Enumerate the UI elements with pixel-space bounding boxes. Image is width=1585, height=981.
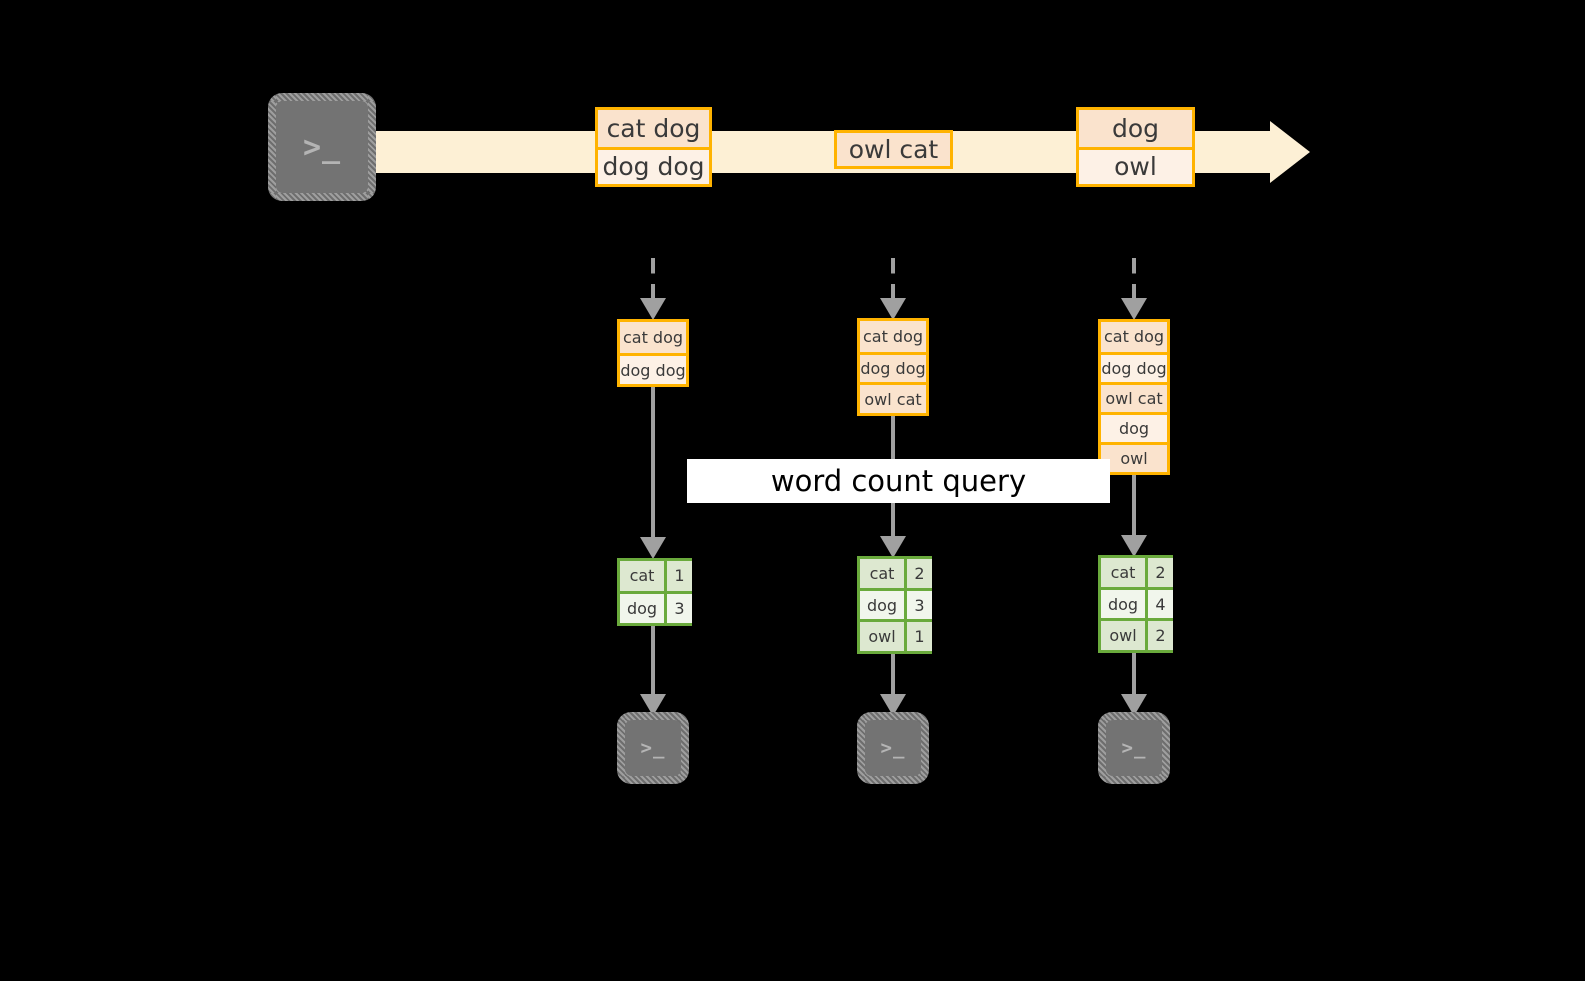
snapshot-2-result-table[interactable]: cat 2 dog 3 owl 1	[857, 556, 932, 654]
stream-event-line: dog dog	[598, 146, 709, 184]
snapshot-input-line: cat dog	[1101, 322, 1167, 352]
snapshot-input-line: owl cat	[860, 382, 926, 413]
result-count: 2	[904, 559, 932, 588]
result-count: 2	[1145, 558, 1173, 587]
snapshot-2-consumer-terminal-icon[interactable]: >_	[857, 712, 929, 784]
result-word: dog	[860, 590, 904, 620]
snapshot-3-result-table[interactable]: cat 2 dog 4 owl 2	[1098, 555, 1173, 653]
snapshot-1-output-connector	[651, 626, 655, 696]
snapshot-1-result-table[interactable]: cat 1 dog 3	[617, 558, 692, 626]
table-row: cat 2	[860, 559, 932, 588]
snapshot-2-output-connector	[891, 654, 895, 696]
stream-to-snapshot-arrowhead-2	[880, 298, 906, 320]
stream-to-snapshot-arrowhead-1	[640, 298, 666, 320]
snapshot-1-query-arrowhead	[640, 537, 666, 559]
terminal-prompt-glyph: >_	[880, 737, 906, 759]
result-count: 1	[904, 622, 932, 652]
table-row: dog 4	[1101, 586, 1173, 619]
producer-terminal-icon[interactable]: >_	[268, 93, 376, 201]
result-count: 4	[1145, 589, 1173, 619]
snapshot-input-line: owl	[1101, 441, 1167, 472]
snapshot-1-output-arrowhead	[640, 694, 666, 716]
result-count: 3	[904, 590, 932, 620]
snapshot-3-query-connector	[1132, 475, 1136, 537]
snapshot-1-query-connector	[651, 387, 655, 539]
snapshot-3-output-arrowhead	[1121, 694, 1147, 716]
table-row: cat 1	[620, 561, 692, 591]
snapshot-input-line: cat dog	[620, 322, 686, 353]
result-word: dog	[620, 593, 664, 623]
snapshot-input-line: dog dog	[1101, 351, 1167, 382]
stream-to-snapshot-connector-1	[651, 258, 655, 300]
snapshot-3-output-connector	[1132, 653, 1136, 696]
snapshot-input-line: dog dog	[620, 353, 686, 384]
snapshot-3-consumer-terminal-icon[interactable]: >_	[1098, 712, 1170, 784]
result-word: cat	[620, 561, 664, 591]
stream-event-line: owl cat	[837, 133, 950, 166]
result-word: owl	[1101, 621, 1145, 651]
result-word: dog	[1101, 589, 1145, 619]
table-row: cat 2	[1101, 558, 1173, 587]
result-word: cat	[860, 559, 904, 588]
stream-event-line: dog	[1079, 110, 1192, 147]
query-label-text: word count query	[770, 464, 1027, 498]
table-row: owl 1	[860, 619, 932, 652]
snapshot-input-line: cat dog	[860, 321, 926, 352]
snapshot-1-consumer-terminal-icon[interactable]: >_	[617, 712, 689, 784]
snapshot-1-input-box[interactable]: cat dog dog dog	[617, 319, 689, 387]
stream-arrowhead	[1270, 121, 1310, 183]
terminal-prompt-glyph: >_	[302, 129, 342, 165]
snapshot-input-line: owl cat	[1101, 381, 1167, 412]
result-count: 1	[664, 561, 692, 591]
stream-event-1[interactable]: cat dog dog dog	[595, 107, 712, 187]
stream-event-line: owl	[1079, 146, 1192, 184]
snapshot-2-query-arrowhead	[880, 536, 906, 558]
table-row: dog 3	[620, 590, 692, 623]
query-label: word count query	[687, 459, 1110, 503]
result-count: 2	[1145, 621, 1173, 651]
stream-event-3[interactable]: dog owl	[1076, 107, 1195, 187]
result-word: owl	[860, 622, 904, 652]
snapshot-input-line: dog	[1101, 411, 1167, 442]
snapshot-2-output-arrowhead	[880, 694, 906, 716]
table-row: dog 3	[860, 587, 932, 620]
snapshot-2-input-box[interactable]: cat dog dog dog owl cat	[857, 318, 929, 416]
terminal-prompt-glyph: >_	[1121, 737, 1147, 759]
snapshot-3-input-box[interactable]: cat dog dog dog owl cat dog owl	[1098, 319, 1170, 475]
snapshot-3-query-arrowhead	[1121, 535, 1147, 557]
stream-event-line: cat dog	[598, 110, 709, 147]
stream-to-snapshot-connector-3	[1132, 258, 1136, 300]
result-word: cat	[1101, 558, 1145, 587]
result-count: 3	[664, 593, 692, 623]
stream-event-2[interactable]: owl cat	[834, 130, 953, 169]
stream-to-snapshot-arrowhead-3	[1121, 298, 1147, 320]
stream-to-snapshot-connector-2	[891, 258, 895, 300]
terminal-prompt-glyph: >_	[640, 737, 666, 759]
snapshot-input-line: dog dog	[860, 351, 926, 383]
table-row: owl 2	[1101, 618, 1173, 651]
